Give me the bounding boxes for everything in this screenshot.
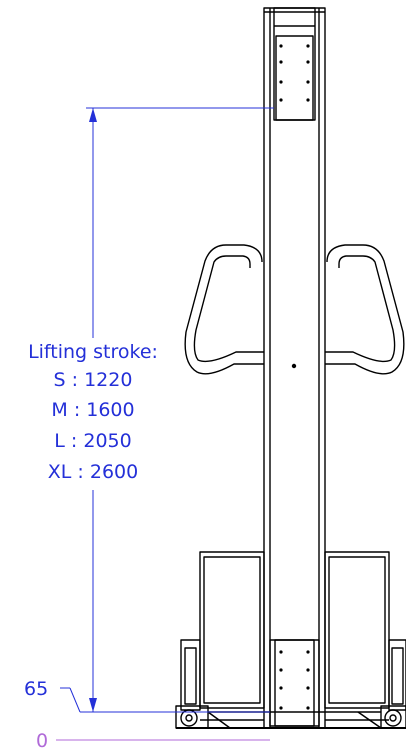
- stroke-title: Lifting stroke:: [28, 341, 158, 363]
- stroke-dimension: [60, 107, 274, 713]
- left-wheel-bracket: [175, 639, 209, 729]
- stroke-size-xl: XL : 2600: [47, 461, 139, 483]
- dimension-arrowheads: [89, 108, 97, 712]
- level-0-label: 0: [36, 730, 49, 752]
- stroke-size-s: S : 1220: [53, 369, 133, 391]
- right-wheel-bracket: [380, 639, 406, 729]
- left-handle: [184, 244, 264, 375]
- stroke-size-l: L : 2050: [54, 430, 132, 452]
- stroke-size-m: M : 1600: [51, 399, 135, 421]
- base-left-box: [199, 551, 265, 709]
- carriage: [269, 7, 320, 727]
- level-65-label: 65: [24, 678, 49, 700]
- base-right-box: [324, 551, 390, 709]
- bolt-holes: [279, 44, 310, 710]
- right-handle: [325, 244, 405, 375]
